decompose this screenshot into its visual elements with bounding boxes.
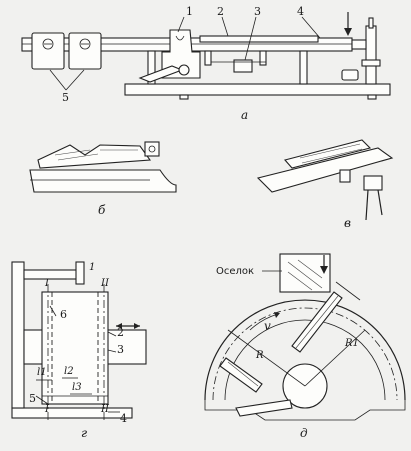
clamp-left-1 xyxy=(31,32,65,70)
panel-b-sublabel: б xyxy=(98,203,106,217)
g-plane-II-top: II xyxy=(100,278,110,289)
stone-label: Оселок xyxy=(216,266,254,277)
panel-g-section: 1 2 3 4 5 6 I II I II l1 l2 l3 г xyxy=(11,261,147,440)
base-4 xyxy=(11,407,133,419)
panel-a-device: 1 2 3 4 5 а xyxy=(21,5,391,122)
g-part-6: 6 xyxy=(60,308,67,321)
g-part-3: 3 xyxy=(117,343,124,356)
g-part-5: 5 xyxy=(29,392,36,405)
g-part-4: 4 xyxy=(120,412,127,425)
hone-stone xyxy=(279,253,331,293)
g-plane-II-bottom: II xyxy=(100,404,110,415)
panel-v-guide: в xyxy=(256,139,394,230)
panel-g-sublabel: г xyxy=(81,426,87,440)
g-plane-I-top: I xyxy=(44,278,50,289)
part-label-2: 2 xyxy=(217,5,224,18)
g-part-2: 2 xyxy=(117,326,124,339)
panel-v-sublabel: в xyxy=(344,216,351,230)
part-label-3: 3 xyxy=(254,5,261,18)
panel-a-sublabel: а xyxy=(241,108,248,122)
clamp-left-2 xyxy=(68,32,102,70)
panel-b-blade-jig: б xyxy=(29,141,177,217)
radius1-label: R1 xyxy=(344,338,359,349)
part-label-5: 5 xyxy=(62,91,69,104)
part-label-1: 1 xyxy=(186,5,193,18)
block-3 xyxy=(233,59,253,73)
g-plane-I-bottom: I xyxy=(44,404,50,415)
base-plate xyxy=(124,83,391,96)
velocity-label: v xyxy=(264,319,271,333)
g-part-1: 1 xyxy=(89,262,95,273)
rod-2 xyxy=(199,35,319,43)
g-dim-l1: l1 xyxy=(37,367,47,378)
g-dim-l2: l2 xyxy=(64,366,74,377)
panel-d-sublabel: д xyxy=(300,426,308,440)
panel-d-wheel: Оселок v R R1 д xyxy=(204,253,406,440)
radius-label: R xyxy=(255,350,264,361)
g-dim-l3: l3 xyxy=(72,382,82,393)
part-label-4: 4 xyxy=(297,5,304,18)
